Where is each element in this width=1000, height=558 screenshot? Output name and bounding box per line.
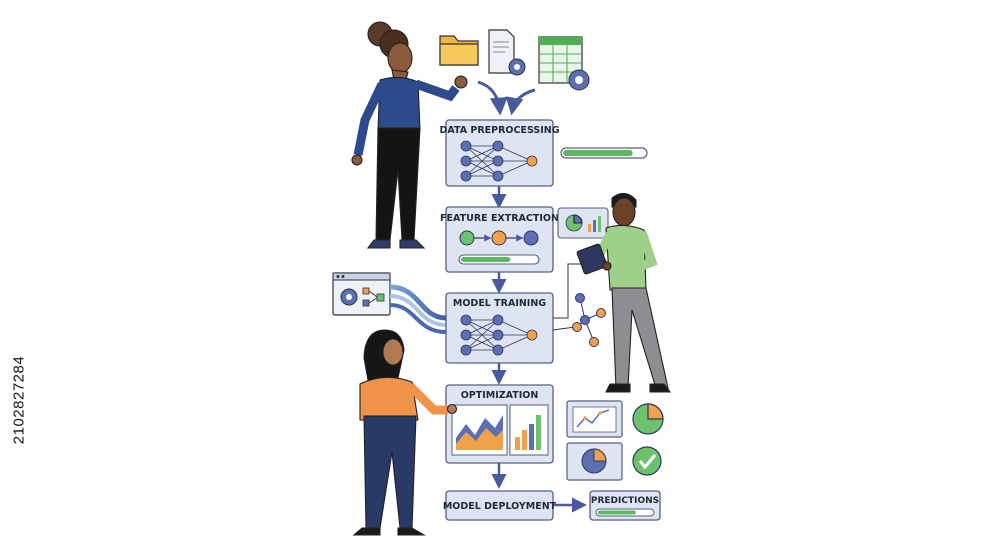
progress-bar-data-preprocessing (560, 147, 648, 159)
neural-network-icon (460, 140, 538, 182)
predictions-title: PREDICTIONS (591, 496, 659, 506)
person-man-green-shirt (557, 192, 672, 393)
stage-title: MODEL DEPLOYMENT (443, 501, 557, 512)
spreadsheet-gear-icon (538, 36, 590, 91)
data-flow-stream (389, 284, 447, 334)
workflow-gear-icon (332, 272, 391, 316)
person-woman-blue-top (351, 21, 468, 249)
stage-box-data-preprocessing: DATA PREPROCESSING (439, 119, 560, 187)
progress-bar-feature-extraction (458, 254, 540, 265)
stage-box-feature-extraction: FEATURE EXTRACTION (440, 206, 559, 273)
pie-chart-icon (566, 442, 623, 481)
stage-box-model-deployment: MODEL DEPLOYMENT (443, 490, 557, 521)
dashboard-bubble-icon (557, 207, 609, 239)
bar-chart-icon (509, 404, 549, 456)
stage-title: MODEL TRAINING (453, 298, 546, 309)
pie-chart-icon (632, 403, 664, 435)
feature-pipeline-icon (459, 230, 539, 246)
neural-network-icon (460, 314, 538, 356)
predictions-box: PREDICTIONS (589, 490, 661, 521)
stage-box-optimization: OPTIMIZATION (445, 384, 554, 464)
line-chart-icon (566, 400, 623, 438)
stage-title: DATA PREPROCESSING (439, 125, 559, 136)
checkmark-icon (632, 446, 662, 476)
stock-image-id: 210282728​4 (6, 315, 32, 485)
area-chart-icon (451, 404, 508, 456)
person-woman-orange-top (352, 329, 458, 536)
folder-icon (439, 35, 479, 66)
stage-title: OPTIMIZATION (461, 390, 539, 401)
stage-title: FEATURE EXTRACTION (440, 213, 559, 224)
document-gear-icon (488, 29, 526, 76)
stock-image-id-text: 210282728​4 (10, 355, 28, 445)
stage-box-model-training: MODEL TRAINING (445, 292, 554, 364)
node-graph-icon (552, 293, 606, 347)
